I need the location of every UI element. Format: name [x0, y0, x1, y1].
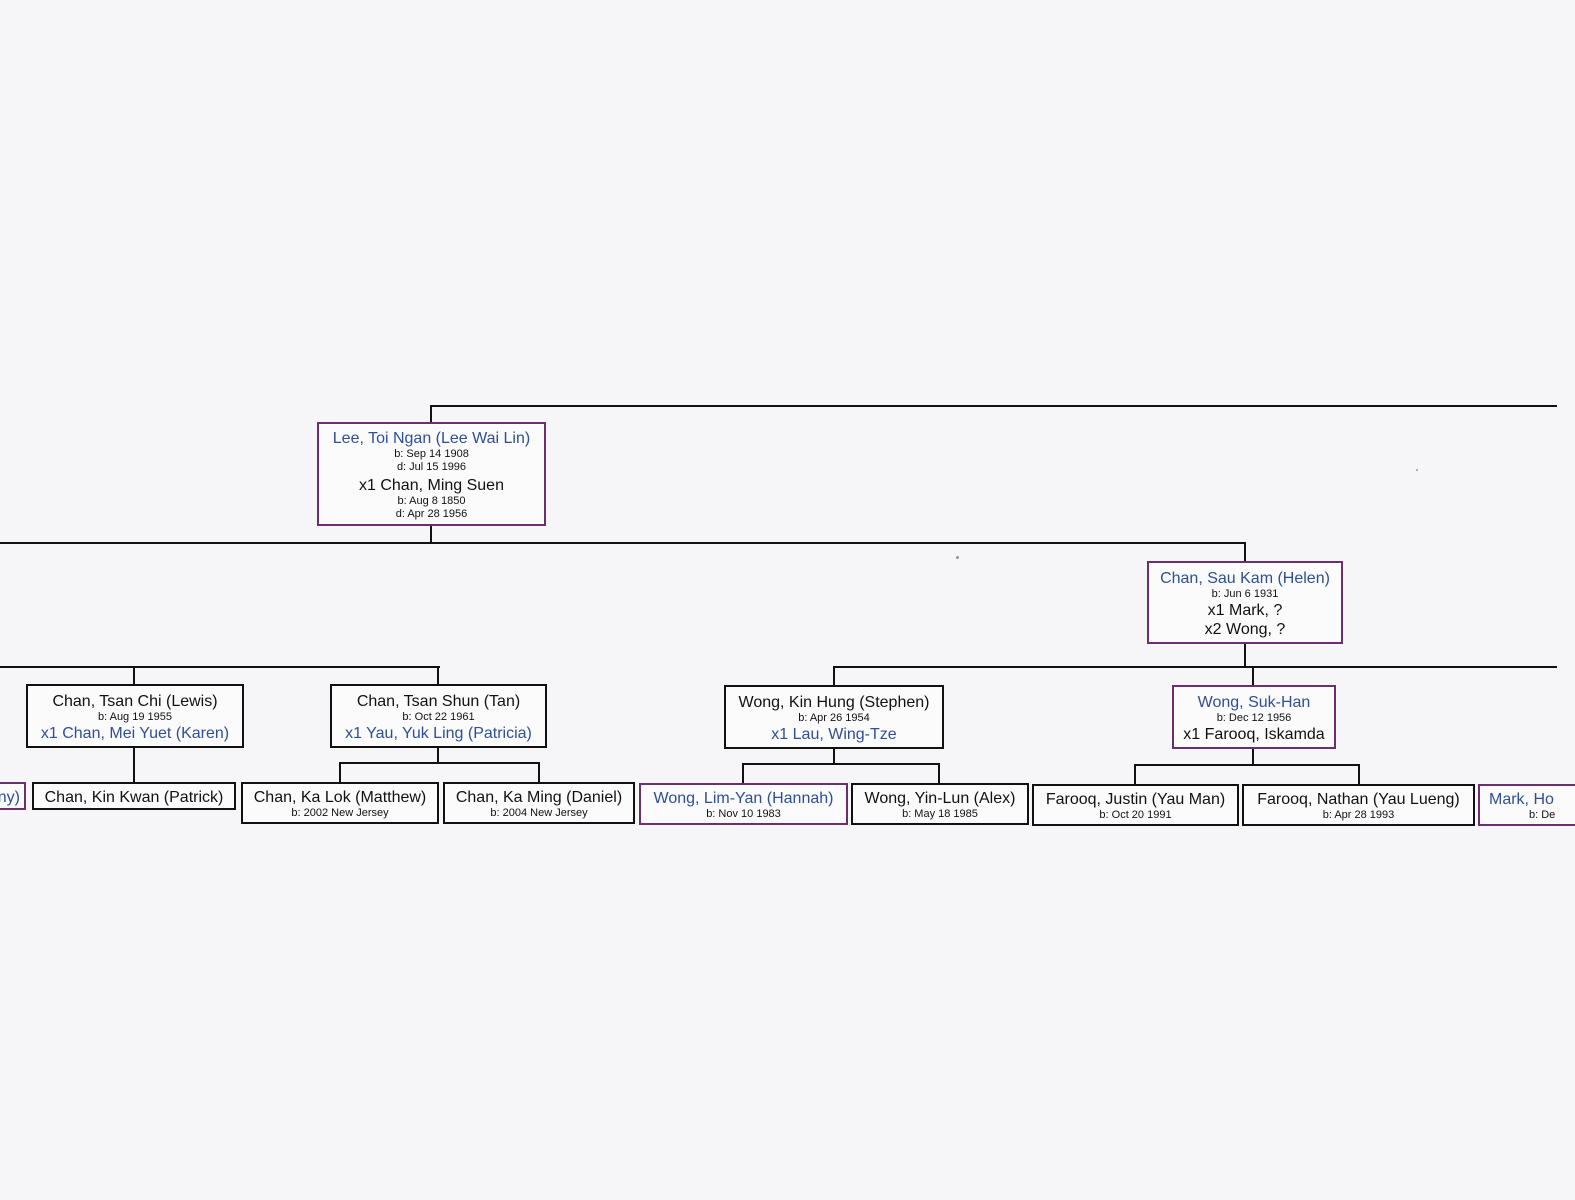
scan-speck — [1416, 469, 1418, 471]
connector-line — [1134, 764, 1360, 766]
person-name: Lee, Toi Ngan (Lee Wai Lin) — [332, 430, 531, 447]
person-card-partial-left[interactable]: ny) — [0, 782, 26, 810]
person-card-farooq-nathan[interactable]: Farooq, Nathan (Yau Lueng) b: Apr 28 199… — [1242, 784, 1475, 826]
connector-line — [430, 524, 432, 544]
person-name: Chan, Tsan Chi (Lewis) — [52, 693, 218, 710]
person-name: Wong, Yin-Lun (Alex) — [864, 790, 1016, 807]
person-name: Chan, Ka Lok (Matthew) — [253, 789, 427, 806]
person-card-wong-suk-han[interactable]: Wong, Suk-Han b: Dec 12 1956 x1 Farooq, … — [1172, 685, 1336, 749]
connector-line — [833, 747, 835, 765]
person-name: Chan, Tsan Shun (Tan) — [356, 693, 521, 710]
connector-line — [339, 762, 540, 764]
person-card-wong-kin-hung[interactable]: Wong, Kin Hung (Stephen) b: Apr 26 1954 … — [724, 685, 944, 749]
birth-date: b: 2002 New Jersey — [291, 807, 389, 819]
person-card-chan-ka-ming[interactable]: Chan, Ka Ming (Daniel) b: 2004 New Jerse… — [443, 782, 635, 824]
birth-date: b: Dec 12 1956 — [1216, 712, 1292, 724]
person-card-farooq-justin[interactable]: Farooq, Justin (Yau Man) b: Oct 20 1991 — [1032, 784, 1239, 826]
spouse-name: x1 Chan, Mei Yuet (Karen) — [40, 725, 230, 742]
connector-line — [742, 763, 744, 783]
spouse-birth-date: b: Aug 8 1850 — [397, 495, 466, 507]
connector-line — [430, 405, 1557, 407]
spouse-death-date: d: Apr 28 1956 — [395, 508, 468, 520]
birth-date: b: 2004 New Jersey — [490, 807, 588, 819]
connector-line — [133, 746, 135, 782]
person-card-wong-lim-yan[interactable]: Wong, Lim-Yan (Hannah) b: Nov 10 1983 — [639, 783, 848, 825]
person-name: ny) — [0, 789, 20, 806]
birth-date: b: Oct 20 1991 — [1099, 809, 1172, 821]
connector-line — [437, 746, 439, 764]
scan-speck — [956, 556, 959, 559]
connector-line — [1244, 642, 1246, 668]
birth-date: b: Sep 14 1908 — [394, 448, 469, 460]
connector-line — [0, 666, 440, 668]
connector-line — [1252, 748, 1254, 766]
connector-line — [742, 763, 940, 765]
person-card-lee-toi-ngan[interactable]: Lee, Toi Ngan (Lee Wai Lin) b: Sep 14 19… — [317, 422, 546, 526]
spouse-name: x2 Wong, ? — [1204, 621, 1286, 638]
connector-line — [1358, 764, 1360, 784]
person-card-chan-ka-lok[interactable]: Chan, Ka Lok (Matthew) b: 2002 New Jerse… — [241, 782, 439, 824]
connector-line — [437, 666, 439, 684]
birth-date: b: May 18 1985 — [902, 808, 978, 820]
connector-line — [1252, 666, 1254, 685]
birth-date: b: Apr 28 1993 — [1322, 809, 1395, 821]
connector-line — [1134, 764, 1136, 784]
person-name: Farooq, Justin (Yau Man) — [1045, 791, 1226, 808]
birth-date: b: Nov 10 1983 — [706, 808, 781, 820]
person-card-chan-tsan-chi[interactable]: Chan, Tsan Chi (Lewis) b: Aug 19 1955 x1… — [26, 684, 244, 748]
connector-line — [538, 762, 540, 782]
connector-line — [833, 666, 835, 685]
person-card-chan-sau-kam[interactable]: Chan, Sau Kam (Helen) b: Jun 6 1931 x1 M… — [1147, 561, 1343, 644]
person-card-wong-yin-lun[interactable]: Wong, Yin-Lun (Alex) b: May 18 1985 — [851, 783, 1029, 825]
spouse-name: x1 Mark, ? — [1207, 602, 1283, 619]
birth-date: b: Jun 6 1931 — [1211, 588, 1279, 600]
connector-line — [938, 763, 940, 783]
spouse-name: x1 Yau, Yuk Ling (Patricia) — [345, 725, 532, 742]
spouse-name: x1 Farooq, Iskamda — [1183, 726, 1325, 743]
connector-line — [339, 762, 341, 782]
birth-date: b: Aug 19 1955 — [97, 711, 172, 723]
person-name: Chan, Sau Kam (Helen) — [1160, 570, 1330, 587]
birth-date: b: Apr 26 1954 — [798, 712, 870, 724]
connector-line — [0, 542, 1246, 544]
birth-date: b: Oct 22 1961 — [402, 711, 475, 723]
spouse-name: x1 Chan, Ming Suen — [359, 477, 504, 494]
person-card-mark-partial[interactable]: Mark, Ho b: De — [1478, 784, 1575, 826]
person-name: Wong, Suk-Han — [1197, 694, 1311, 711]
person-name: Chan, Kin Kwan (Patrick) — [44, 789, 224, 806]
connector-line — [430, 405, 432, 424]
spouse-name: x1 Lau, Wing-Tze — [771, 726, 897, 743]
connector-line — [833, 666, 1557, 668]
person-name: Chan, Ka Ming (Daniel) — [455, 789, 623, 806]
person-card-chan-kin-kwan[interactable]: Chan, Kin Kwan (Patrick) — [32, 782, 236, 810]
death-date: d: Jul 15 1996 — [396, 461, 467, 473]
person-card-chan-tsan-shun[interactable]: Chan, Tsan Shun (Tan) b: Oct 22 1961 x1 … — [330, 684, 547, 748]
person-name: Mark, Ho — [1489, 791, 1554, 808]
person-name: Wong, Lim-Yan (Hannah) — [653, 790, 834, 807]
birth-date: b: De — [1529, 809, 1556, 821]
person-name: Farooq, Nathan (Yau Lueng) — [1257, 791, 1460, 808]
connector-line — [1244, 542, 1246, 563]
connector-line — [133, 666, 135, 684]
person-name: Wong, Kin Hung (Stephen) — [738, 694, 930, 711]
